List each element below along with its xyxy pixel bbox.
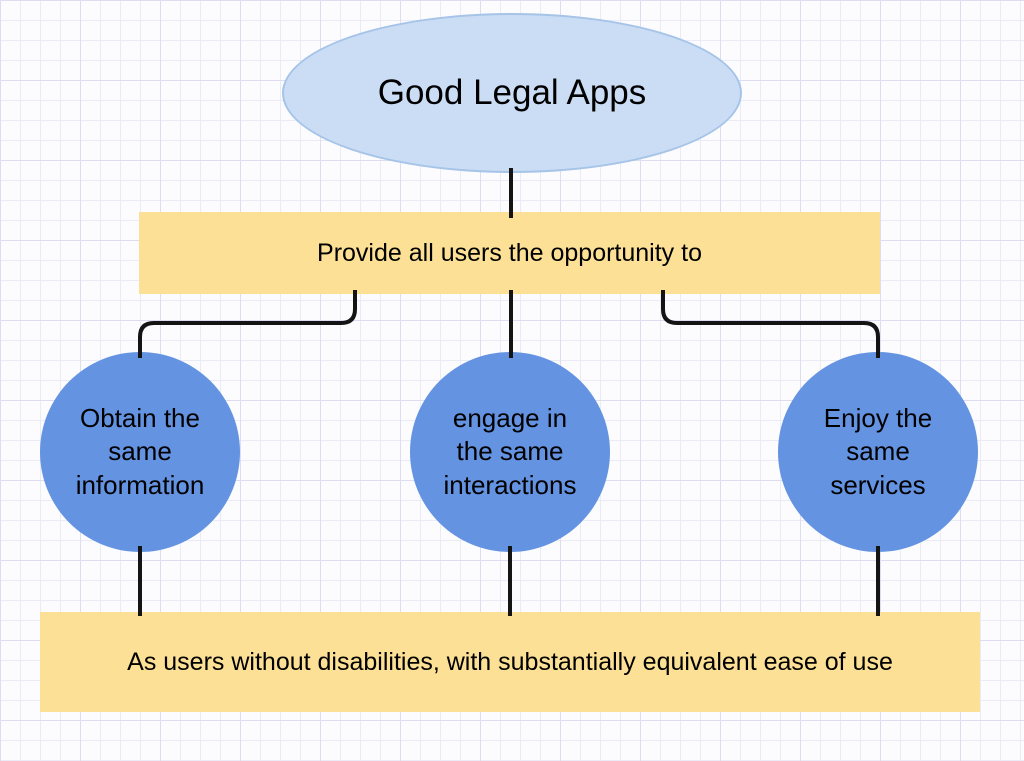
connector-topbar-to-right-circle <box>661 290 880 358</box>
circle-node-engage-interactions: engage in the same interactions <box>410 352 610 552</box>
circle-node-obtain-information: Obtain the same information <box>40 352 240 552</box>
circle-node-enjoy-services: Enjoy the same services <box>778 352 978 552</box>
bottom-bar-label: As users without disabilities, with subs… <box>127 647 893 676</box>
root-node-label: Good Legal Apps <box>377 73 647 112</box>
circle-obtain-information-label: Obtain the same information <box>75 403 205 500</box>
circle-enjoy-services-label: Enjoy the same services <box>823 403 933 500</box>
top-bar-node: Provide all users the opportunity to <box>139 212 880 294</box>
root-node-ellipse: Good Legal Apps <box>282 13 742 173</box>
top-bar-label: Provide all users the opportunity to <box>317 238 702 267</box>
connector-topbar-to-left-circle <box>138 290 357 358</box>
bottom-bar-node: As users without disabilities, with subs… <box>40 612 980 712</box>
circle-engage-interactions-label: engage in the same interactions <box>443 403 577 500</box>
